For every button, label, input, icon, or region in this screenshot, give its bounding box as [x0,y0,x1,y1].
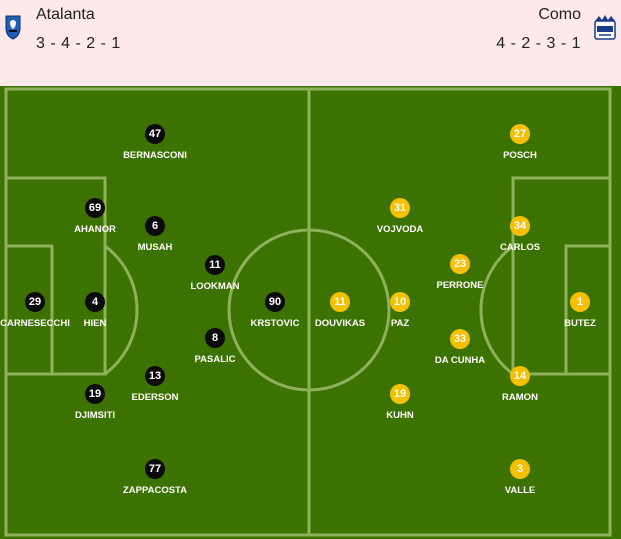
away-formation: 4 - 2 - 3 - 1 [496,35,581,52]
player-name: AHANOR [74,224,116,235]
player-name: DA CUNHA [434,355,486,366]
player-name: CARLOS [499,242,541,253]
player-number-badge: 34 [510,216,530,236]
player-name: CARNESECCHI [0,318,70,329]
player-number-badge: 10 [390,292,410,312]
player-number-badge: 1 [570,292,590,312]
atalanta-crest-icon [5,15,21,40]
player-number-badge: 90 [265,292,285,312]
player-number-badge: 69 [85,198,105,218]
player-name: RAMON [502,392,538,403]
player-number-badge: 19 [390,384,410,404]
player-name: DOUVIKAS [314,318,366,329]
como-crest-icon [594,15,616,40]
player-number-badge: 14 [510,366,530,386]
player-number-badge: 77 [145,459,165,479]
player-name: BERNASCONI [123,150,187,161]
player-number-badge: 27 [510,124,530,144]
player-name: KRSTOVIC [250,318,300,329]
player-name: MUSAH [137,242,173,253]
player-name: HIEN [83,318,107,329]
player-name: ZAPPACOSTA [122,485,188,496]
player-name: KUHN [386,410,414,421]
player-name: DJIMSITI [74,410,116,421]
player-name: LOOKMAN [190,281,240,292]
player-name: VOJVODA [376,224,424,235]
home-team-name: Atalanta [36,6,95,23]
player-number-badge: 3 [510,459,530,479]
away-team-name: Como [538,6,581,23]
player-number-badge: 13 [145,366,165,386]
player-number-badge: 23 [450,254,470,274]
player-number-badge: 8 [205,328,225,348]
player-number-badge: 11 [330,292,350,312]
player-name: PERRONE [436,280,484,291]
player-number-badge: 11 [205,255,225,275]
player-name: EDERSON [131,392,179,403]
match-header: Atalanta 3 - 4 - 2 - 1 Como 4 - 2 - 3 - … [0,0,621,86]
player-number-badge: 31 [390,198,410,218]
player-number-badge: 19 [85,384,105,404]
player-number-badge: 6 [145,216,165,236]
player-name: POSCH [503,150,537,161]
player-name: VALLE [504,485,536,496]
football-pitch: 47 BERNASCONI 69 AHANOR 6 MUSAH 11 LOOKM… [0,86,621,539]
player-number-badge: 47 [145,124,165,144]
home-formation: 3 - 4 - 2 - 1 [36,35,121,52]
player-name: PAZ [390,318,410,329]
pitch-lines [4,87,612,537]
player-name: BUTEZ [564,318,596,329]
player-number-badge: 4 [85,292,105,312]
player-number-badge: 29 [25,292,45,312]
player-name: PASALIC [194,354,236,365]
player-number-badge: 33 [450,329,470,349]
